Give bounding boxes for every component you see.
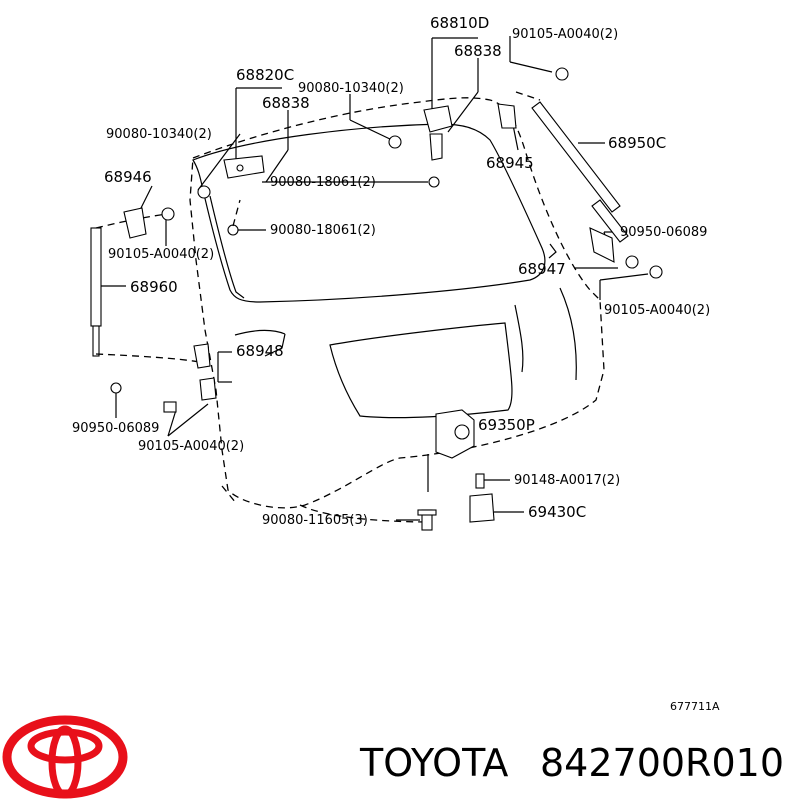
part-90080-11605-bolt <box>417 509 437 531</box>
label-69350P: 69350P <box>478 416 535 434</box>
label-90950-left: 90950-06089 <box>72 421 159 436</box>
label-90105-top: 90105-A0040(2) <box>512 27 618 42</box>
label-68948: 68948 <box>236 342 284 360</box>
strut-right <box>515 91 629 243</box>
label-90080-10340-a: 90080-10340(2) <box>298 81 404 96</box>
label-90080-11605: 90080-11605(3) <box>262 513 368 528</box>
diagram-code: 677711A <box>670 700 720 713</box>
part-labels: 68810D 68838 90105-A0040(2) 68820C 68838… <box>72 14 720 713</box>
part-68945-bracket <box>497 103 517 129</box>
label-90080-10340-b: 90080-10340(2) <box>106 127 212 142</box>
part-bolt-lower-left <box>163 401 177 413</box>
part-bolt-upper-left <box>197 185 211 199</box>
label-68945: 68945 <box>486 154 534 172</box>
label-68947: 68947 <box>518 260 566 278</box>
label-68960: 68960 <box>130 278 178 296</box>
label-90105-bottom: 90105-A0040(2) <box>138 439 244 454</box>
part-number: 842700R010 <box>540 741 784 785</box>
label-68810D: 68810D <box>430 14 489 32</box>
part-69350P-lock <box>427 409 475 492</box>
label-90950-right: 90950-06089 <box>620 225 707 240</box>
part-bolt-top-right <box>555 67 569 81</box>
label-90105-left: 90105-A0040(2) <box>108 247 214 262</box>
label-68820C: 68820C <box>236 66 294 84</box>
part-69430C-striker <box>469 493 495 523</box>
part-68947-bracket <box>589 227 663 279</box>
part-bolt-upper <box>388 135 402 149</box>
part-clip-center <box>428 176 440 188</box>
label-90148: 90148-A0017(2) <box>514 473 620 488</box>
label-68838-mid: 68838 <box>262 94 310 112</box>
label-68946: 68946 <box>104 168 152 186</box>
part-68948-bracket <box>193 343 217 401</box>
part-68946-bracket <box>123 207 175 239</box>
label-90105-right: 90105-A0040(2) <box>604 303 710 318</box>
label-69430C: 69430C <box>528 503 586 521</box>
part-90148-screw <box>475 473 485 489</box>
brand-name: TOYOTA <box>359 741 508 785</box>
part-68810D-stopper <box>423 105 453 161</box>
toyota-logo <box>2 715 128 799</box>
label-68838-top: 68838 <box>454 42 502 60</box>
label-90080-18061-a: 90080-18061(2) <box>270 175 376 190</box>
part-ball-left <box>110 382 122 394</box>
label-68950C: 68950C <box>608 134 666 152</box>
part-clip-left <box>227 199 241 236</box>
part-68820C-stopper <box>223 155 265 179</box>
label-90080-18061-b: 90080-18061(2) <box>270 223 376 238</box>
